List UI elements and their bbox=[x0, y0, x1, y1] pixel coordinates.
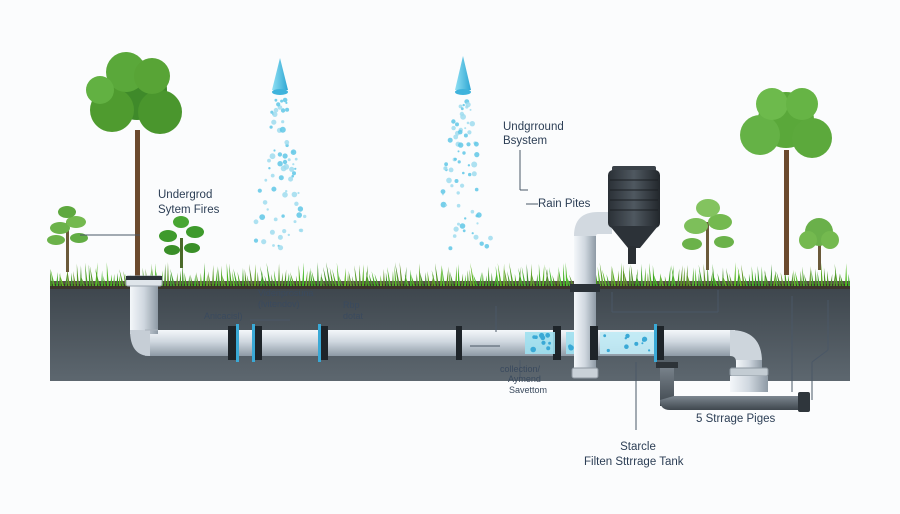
tree-left-large bbox=[86, 52, 182, 280]
label-undergrod: Undergrod bbox=[158, 189, 213, 201]
sprinkler-right bbox=[440, 56, 493, 251]
label-filten-storage-tank: Filten Sttrrage Tank bbox=[584, 456, 684, 468]
label-rain-pites: Rain Pites bbox=[538, 198, 591, 210]
pipe-couplers bbox=[228, 324, 664, 362]
label-undgrround: Undgrround bbox=[503, 121, 564, 133]
bush-left bbox=[159, 216, 204, 268]
storage-pipe bbox=[656, 362, 810, 412]
tree-right-large bbox=[740, 88, 832, 275]
label-aymend: Aymend bbox=[508, 374, 541, 384]
sapling-right bbox=[682, 199, 734, 270]
filter-unit bbox=[608, 166, 660, 264]
label-storage-pipes: 5 Strrage Piges bbox=[696, 413, 776, 425]
small-tree-right bbox=[799, 218, 839, 270]
callout-lines bbox=[80, 150, 829, 430]
water-in-pipe bbox=[525, 332, 654, 354]
label-sytem-fires: Sytem Fires bbox=[158, 204, 220, 216]
main-pipe bbox=[125, 275, 585, 356]
grass-strip bbox=[50, 262, 850, 286]
label-rbp: Rbp bbox=[343, 300, 360, 310]
label-lvitendov: (lvitendov) bbox=[258, 299, 300, 309]
label-starcle: Starcle bbox=[620, 441, 656, 453]
sprinkler-left bbox=[253, 58, 307, 251]
label-anicacisl: Anicacisl) bbox=[204, 311, 243, 321]
label-collection: collection/ bbox=[500, 364, 541, 374]
label-dotat: dotat bbox=[343, 311, 364, 321]
label-savettom: Savettom bbox=[509, 385, 548, 395]
label-videnprosuna: Videnprosuna bbox=[258, 288, 314, 298]
sapling-left bbox=[47, 206, 88, 272]
label-bsystem: Bsystem bbox=[503, 135, 548, 147]
